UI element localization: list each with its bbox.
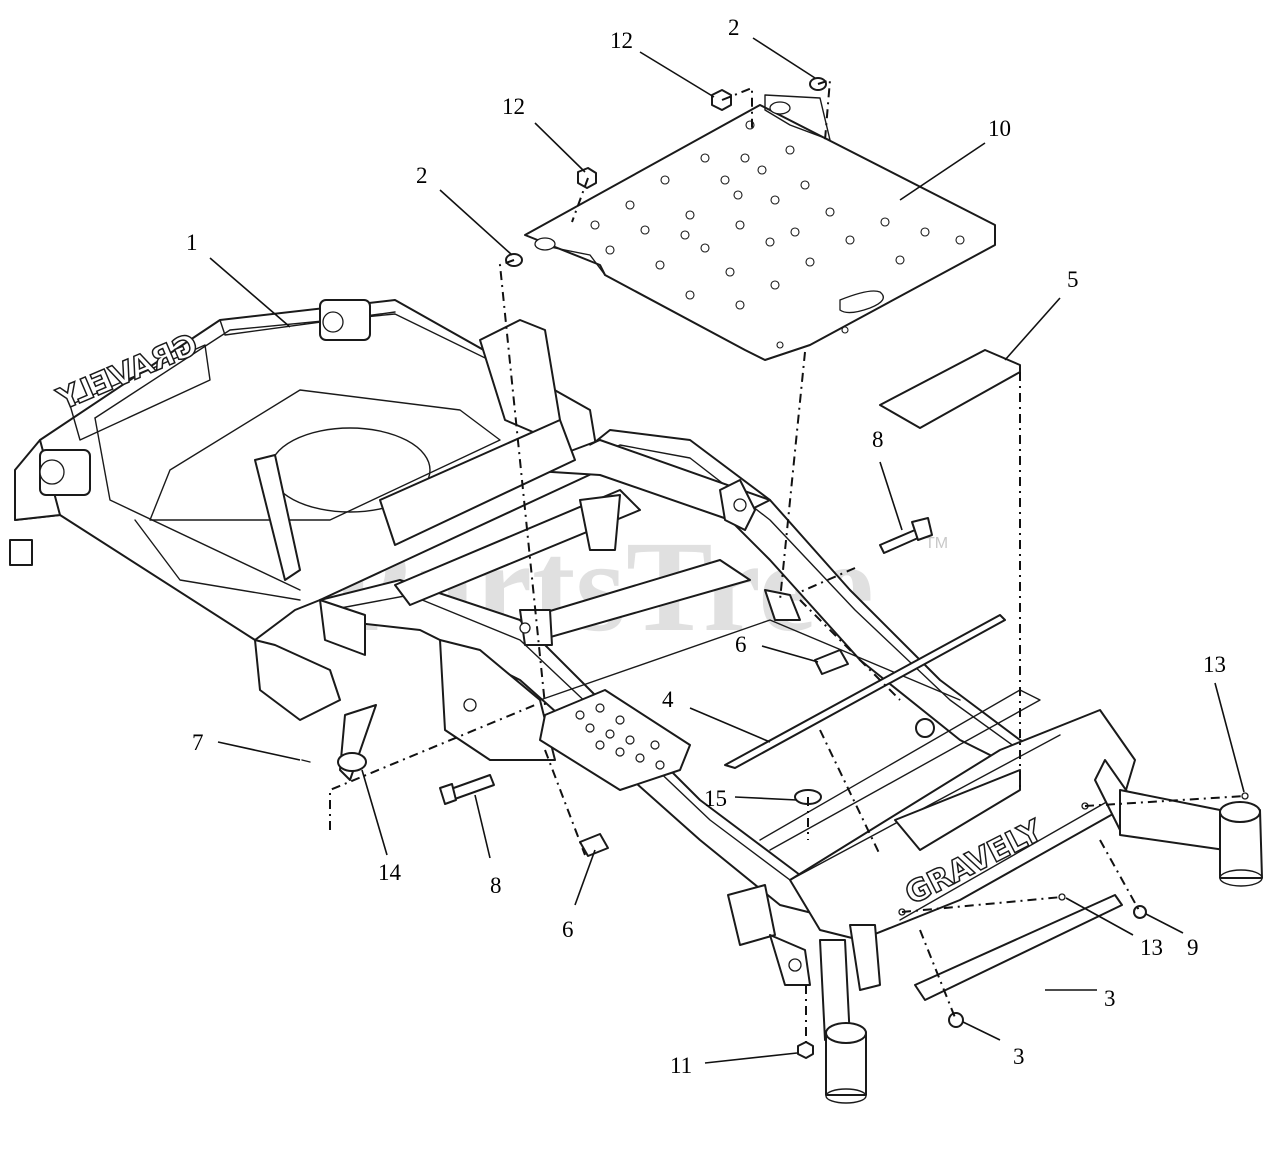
washer-3 xyxy=(948,1012,964,1028)
foot-rest-plate xyxy=(539,689,691,791)
callout-6[interactable]: 6 xyxy=(562,917,574,942)
callout-1[interactable]: 1 xyxy=(186,230,198,255)
callout-8[interactable]: 8 xyxy=(490,873,502,898)
callout-8[interactable]: 8 xyxy=(872,427,884,452)
screw-7 xyxy=(301,759,311,763)
callout-3[interactable]: 3 xyxy=(1104,986,1116,1011)
center-pan xyxy=(759,689,1041,851)
callout-13[interactable]: 13 xyxy=(1203,652,1226,677)
callout-12[interactable]: 12 xyxy=(502,94,525,119)
callout-13[interactable]: 13 xyxy=(1140,935,1163,960)
pin-9 xyxy=(1133,905,1147,919)
callout-7[interactable]: 7 xyxy=(192,730,204,755)
callouts: 1 2 2 3 3 4 5 6 6 7 8 8 9 10 11 12 12 13… xyxy=(186,15,1226,1078)
watermark-tm: TM xyxy=(925,535,948,552)
callout-11[interactable]: 11 xyxy=(670,1053,692,1078)
bracket-3 xyxy=(914,894,1123,1001)
callout-2[interactable]: 2 xyxy=(728,15,740,40)
callout-3[interactable]: 3 xyxy=(1013,1044,1025,1069)
callout-15[interactable]: 15 xyxy=(704,786,727,811)
deflector-sheet xyxy=(724,614,1006,769)
callout-12[interactable]: 12 xyxy=(610,28,633,53)
floor-plate xyxy=(524,94,996,361)
callout-10[interactable]: 10 xyxy=(988,116,1011,141)
leader-lines xyxy=(209,37,1245,1064)
nut-12-upper xyxy=(711,89,732,111)
spacer-6-left xyxy=(579,833,609,857)
cover-plate xyxy=(879,349,1021,429)
assembly-lines xyxy=(329,78,1246,1048)
callout-2[interactable]: 2 xyxy=(416,163,428,188)
callout-5[interactable]: 5 xyxy=(1067,267,1079,292)
spacer-6-right xyxy=(814,649,849,675)
bolt-8-right xyxy=(879,529,919,554)
callout-9[interactable]: 9 xyxy=(1187,935,1199,960)
floor-plate-holes xyxy=(590,120,965,349)
callout-14[interactable]: 14 xyxy=(378,860,402,885)
callout-6[interactable]: 6 xyxy=(735,632,747,657)
rear-frame-assembly: GRAVELY xyxy=(9,299,601,721)
callout-4[interactable]: 4 xyxy=(662,687,674,712)
hardware xyxy=(301,77,1249,1059)
nut-11 xyxy=(797,1041,814,1059)
